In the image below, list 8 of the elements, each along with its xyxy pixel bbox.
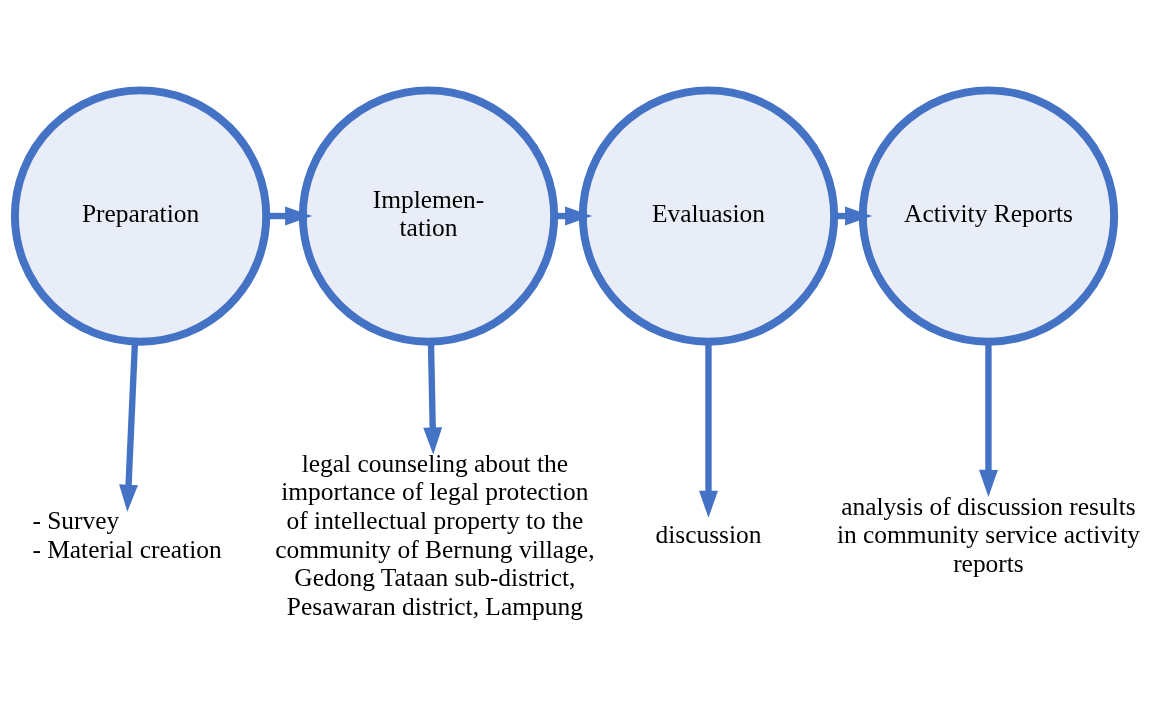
node-circle: Implemen- tation xyxy=(298,85,559,346)
node-text: legal counseling about the importance of legal protection of intellectual property to the community of Bernung village, Gedong Tataan sub-district, Pesawaran district, Lampung xyxy=(275,448,595,621)
node-text: discussion xyxy=(655,519,762,549)
node-text: analysis of discussion results in community service activity reports xyxy=(836,491,1140,578)
node-circle: Evaluasion xyxy=(578,85,839,346)
node-circle: Activity Reports xyxy=(858,85,1119,346)
node-circle: Preparation xyxy=(10,85,271,346)
node-text: - Survey - Material creation xyxy=(32,505,222,564)
